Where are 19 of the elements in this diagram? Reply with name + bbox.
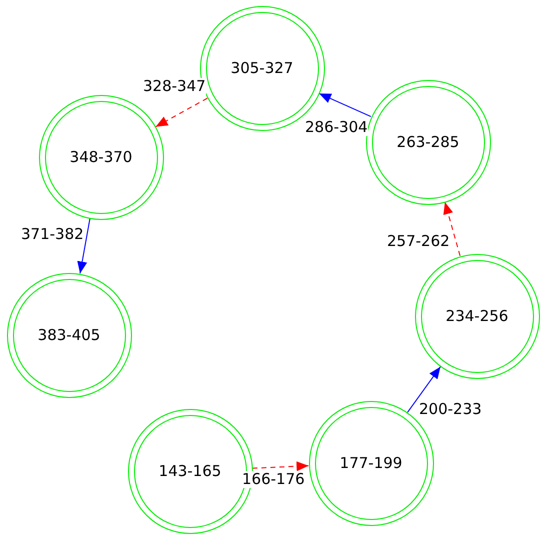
- arrow: [155, 98, 208, 128]
- arrow: [252, 461, 310, 472]
- edge-label: 286-304: [305, 119, 368, 136]
- arrow: [407, 366, 441, 413]
- circle-node: [38, 94, 164, 220]
- arrow: [443, 202, 461, 256]
- arrow: [77, 218, 90, 274]
- node-label: 348-370: [70, 148, 132, 166]
- node-label: 383-405: [38, 326, 100, 344]
- edge-label: 328-347: [143, 78, 206, 95]
- node-label: 177-199: [340, 454, 402, 472]
- node-label: 234-256: [446, 308, 508, 324]
- node-label: 305-327: [230, 60, 294, 76]
- node-label: 143-165: [158, 462, 222, 480]
- node-label: 263-285: [396, 134, 460, 150]
- circle-node: [414, 254, 540, 378]
- arrow: [318, 92, 372, 118]
- edge-label: 166-176: [242, 471, 305, 488]
- circle-node: [6, 272, 132, 398]
